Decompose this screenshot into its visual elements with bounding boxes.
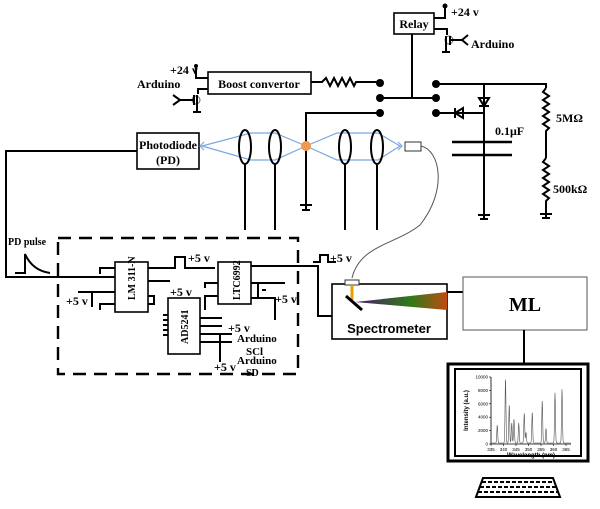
y-tick-label: 0 <box>485 442 488 447</box>
relay-arduino-label: Arduino <box>471 37 514 51</box>
arduino-scl-sub: SCl <box>246 346 263 358</box>
y-tick-label: 4000 <box>478 415 489 420</box>
lm311-top-supply: +5 v <box>188 251 210 265</box>
board-outline <box>56 236 300 376</box>
spectrum-chart: 0 2000 4000 6000 8000 10000 335 340 345 350 355 360… <box>464 375 571 459</box>
ad5241-pin-supply: +5 v <box>228 321 250 335</box>
plasma-spark-icon <box>301 141 311 151</box>
ml-box <box>462 276 588 331</box>
lens-icon <box>370 129 384 165</box>
x-tick-label: 350 <box>525 447 533 452</box>
y-tick-label: 8000 <box>478 388 489 393</box>
ad5241-label: AD5241 <box>180 310 191 344</box>
ltc-right-supply: +5 v <box>275 292 297 306</box>
pd-pulse-waveform <box>15 253 51 274</box>
diode-icon <box>477 97 491 108</box>
ml-label: ML <box>509 294 541 316</box>
lens-icon <box>338 129 352 165</box>
optical-fiber <box>351 145 439 279</box>
capacitor-icon <box>452 140 512 157</box>
ltc-left-supply: +5 v <box>170 285 192 299</box>
ad5241-chip <box>167 297 201 355</box>
resistor-500k-label: 500kΩ <box>553 182 588 196</box>
electrode-wire <box>305 112 380 205</box>
x-tick-label: 335 <box>487 447 495 452</box>
electronics-board: PD pulse LM 311-N +5 v +5 v LTC6992 +5 v… <box>8 236 352 379</box>
y-tick-label: 6000 <box>478 401 489 406</box>
resistor-icon <box>311 75 378 89</box>
x-axis-label: Wavelength (nm) <box>507 453 555 459</box>
trigger-supply-label: +5 v <box>330 251 352 265</box>
resistor-icon <box>541 87 551 158</box>
ml-block: ML <box>462 276 588 364</box>
resistor-5m-label: 5MΩ <box>556 111 583 125</box>
spectrometer-label: Spectrometer <box>347 321 431 336</box>
lm311-chip <box>114 261 149 313</box>
boost-arduino-label: Arduino <box>137 77 180 91</box>
light-beam <box>199 132 308 161</box>
x-tick-label: 365 <box>562 447 570 452</box>
x-tick-label: 355 <box>537 447 545 452</box>
diode-icon <box>453 106 464 120</box>
dispersed-spectrum <box>355 292 447 310</box>
relay-switch: 0.1μF 5MΩ 500kΩ <box>300 79 588 220</box>
light-beam <box>304 132 402 161</box>
supply-terminal <box>442 3 448 9</box>
grating-icon <box>345 294 363 312</box>
ad5241-bottom-supply: +5 v <box>214 360 236 374</box>
relay-label: Relay <box>399 17 428 31</box>
boost-converter-label: Boost convertor <box>218 77 300 91</box>
ground-icon <box>540 213 552 219</box>
boost-converter-block: Boost convertor +24 v Arduino <box>137 63 378 113</box>
computer-monitor-icon: 0 2000 4000 6000 8000 10000 335 340 345 350 355 360… <box>446 362 590 463</box>
arduino-sd-sub: SD <box>246 368 259 379</box>
fiber-collimator <box>404 141 422 152</box>
lm311-left-supply: +5 v <box>66 294 88 308</box>
y-tick-label: 10000 <box>475 375 488 380</box>
capacitor-label: 0.1μF <box>495 124 524 138</box>
ground-icon <box>300 204 312 211</box>
x-tick-label: 340 <box>500 447 508 452</box>
pd-pulse-label: PD pulse <box>8 237 47 248</box>
y-tick-label: 2000 <box>478 428 489 433</box>
ground-icon <box>478 214 490 220</box>
lens-icon <box>268 129 282 165</box>
boost-supply-label: +24 v <box>170 63 198 77</box>
x-tick-label: 345 <box>512 447 520 452</box>
y-axis-label: Intensity (a.u.) <box>464 390 470 431</box>
spectrometer: Spectrometer <box>331 279 463 340</box>
keyboard-icon <box>474 477 562 498</box>
photodiode-label-abbr: (PD) <box>156 153 180 167</box>
x-tick-label: 360 <box>550 447 558 452</box>
spectrum-line <box>491 379 571 444</box>
optics: Photodiode (PD) <box>5 129 439 279</box>
relay-block: Relay +24 v Arduino <box>393 3 514 98</box>
relay-box <box>393 12 435 35</box>
arduino-scl-label: Arduino <box>237 333 277 345</box>
resistor-icon <box>541 157 551 214</box>
photodiode-label: Photodiode <box>139 138 198 152</box>
ltc6992-label: LTC6992 <box>232 260 243 300</box>
lm311-label: LM 311-N <box>127 256 138 300</box>
arduino-sd-label: Arduino <box>237 355 277 367</box>
relay-supply-label: +24 v <box>451 5 479 19</box>
